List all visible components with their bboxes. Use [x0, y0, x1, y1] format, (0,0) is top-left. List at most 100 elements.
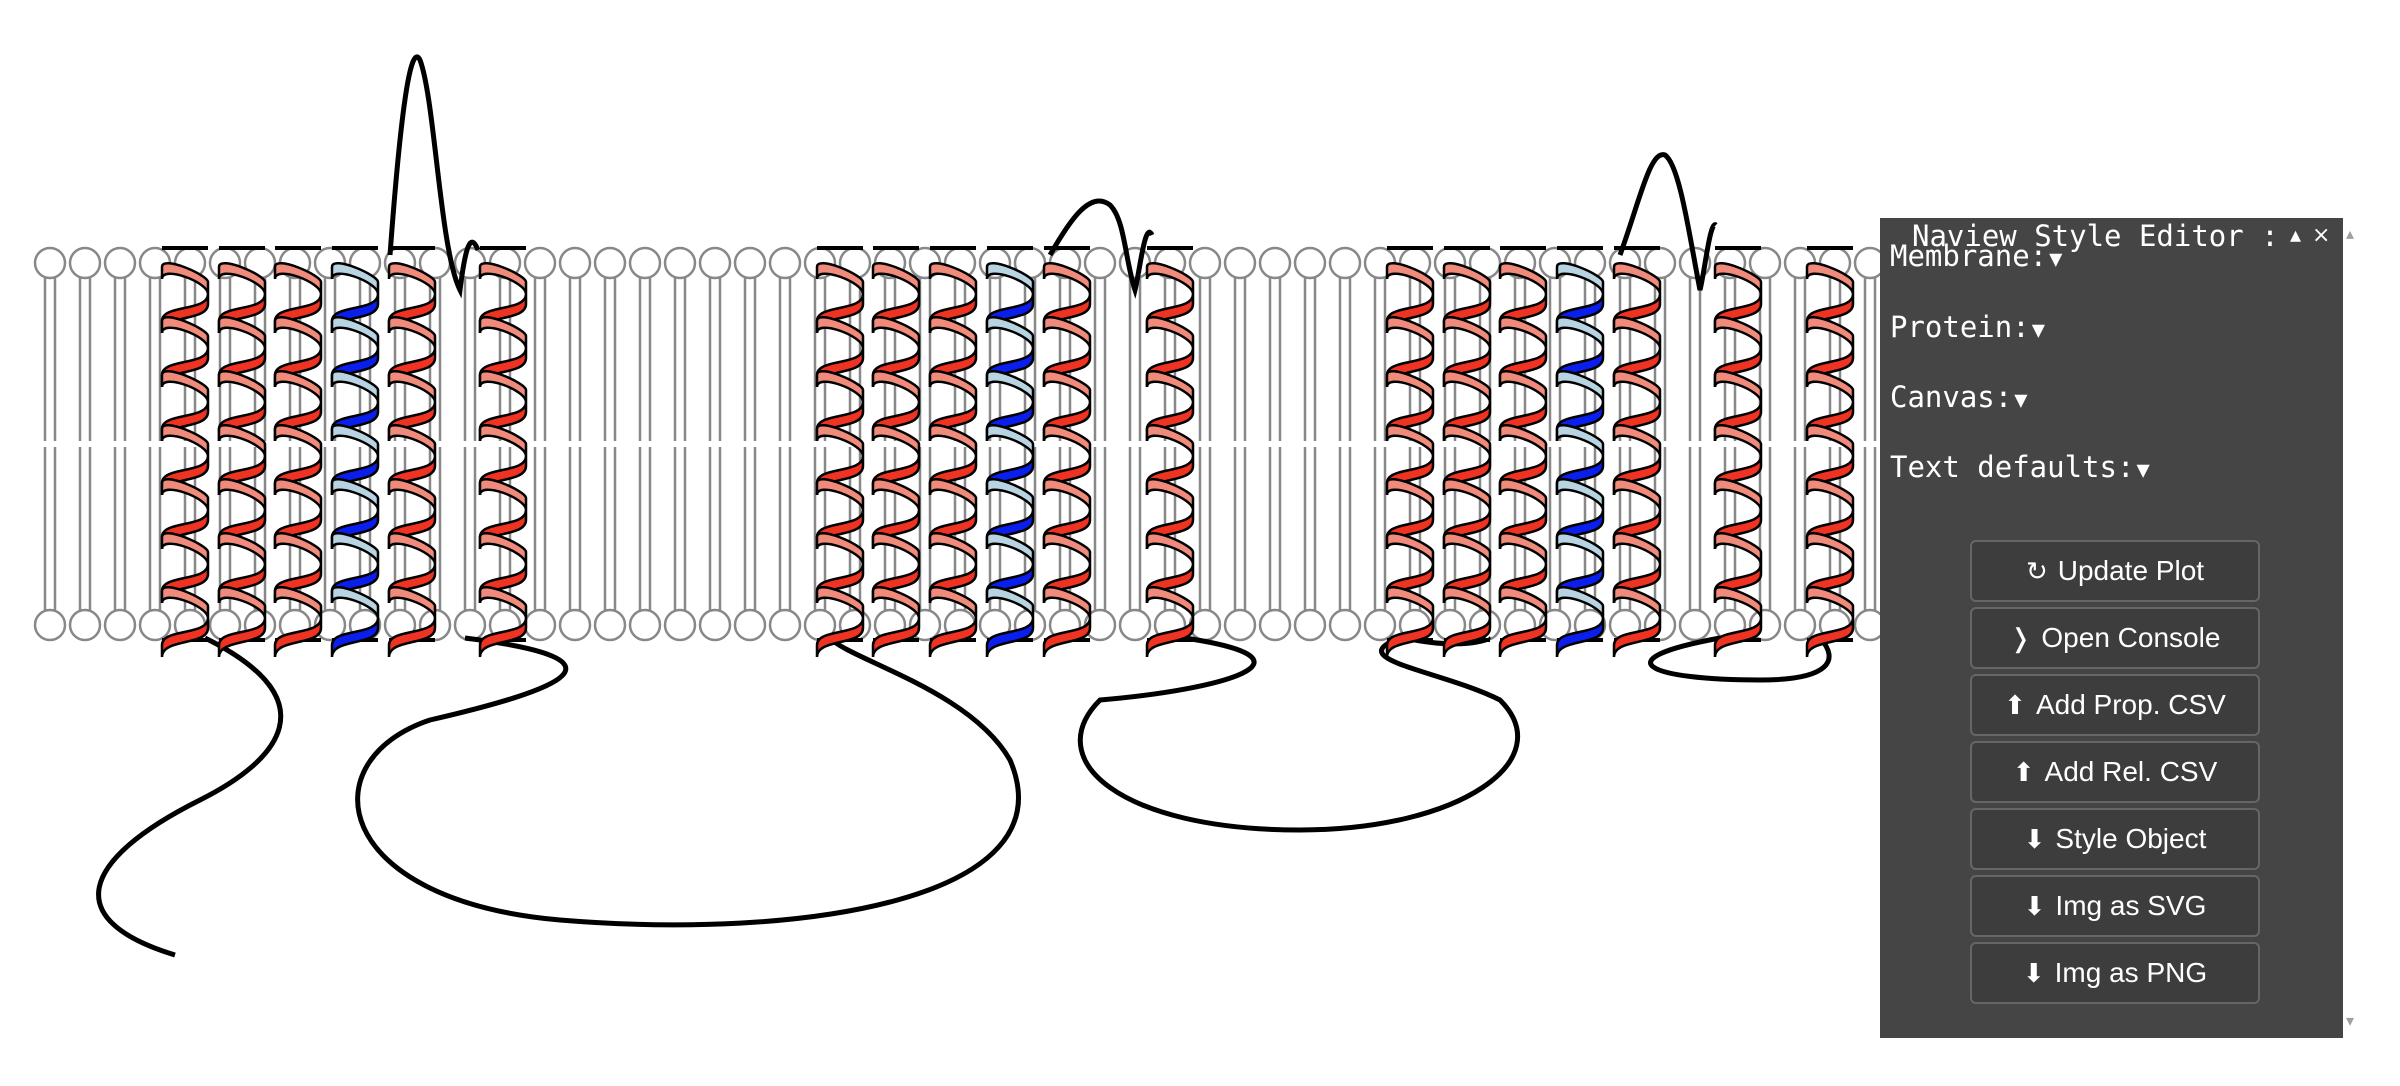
- helix-ribbon-back: [478, 316, 528, 349]
- open-console-button[interactable]: ❭ Open Console: [1970, 607, 2260, 669]
- lipid-head-bottom: [33, 608, 67, 642]
- expand-arrow-icon: ▼: [2049, 247, 2063, 272]
- helix-ribbon-front: [1713, 617, 1763, 658]
- helix-ribbon-back: [1442, 424, 1492, 457]
- helix-ribbon-back: [1713, 532, 1763, 565]
- section-membrane[interactable]: Membrane:▼: [1890, 238, 2062, 278]
- section-protein-label: Protein:: [1890, 310, 2030, 344]
- helix-ribbon-front: [273, 617, 323, 658]
- lipid-head-top: [593, 246, 627, 280]
- lipid-head-top: [1188, 246, 1222, 280]
- loop: [1077, 635, 1521, 833]
- img-as-svg-label: Img as SVG: [2055, 890, 2207, 921]
- helix-ribbon-front: [985, 617, 1035, 658]
- helix-ribbon-back: [1442, 370, 1492, 403]
- lipid-head-top: [1293, 246, 1327, 280]
- helix-ribbon-front: [1805, 617, 1855, 658]
- helix-ribbon-back: [1042, 316, 1092, 349]
- helix-ribbon-back: [928, 532, 978, 565]
- lipid: [1853, 246, 1880, 642]
- collapse-icon[interactable]: ▴: [2290, 223, 2302, 248]
- lipid: [593, 246, 627, 642]
- open-console-label: Open Console: [2041, 622, 2221, 653]
- scroll-up-icon[interactable]: ▴: [2346, 224, 2355, 243]
- helix: [1612, 246, 1662, 658]
- helix: [1713, 246, 1763, 658]
- expand-arrow-icon: ▼: [2136, 458, 2150, 483]
- helix: [871, 246, 921, 658]
- lipid-head-top: [733, 246, 767, 280]
- loop: [1617, 152, 1719, 291]
- add-prop-csv-button[interactable]: ⬆ Add Prop. CSV: [1970, 674, 2260, 736]
- lipid-head-bottom: [1293, 608, 1327, 642]
- lipid-head-bottom: [698, 608, 732, 642]
- helix-ribbon-back: [273, 316, 323, 349]
- helix: [478, 246, 528, 658]
- close-icon[interactable]: ×: [2312, 223, 2331, 248]
- lipid-head-bottom: [1853, 608, 1880, 642]
- chevron-right-icon: ❭: [2009, 622, 2032, 653]
- section-text-defaults[interactable]: Text defaults:▼: [1890, 449, 2150, 489]
- scroll-down-icon[interactable]: ▾: [2346, 1011, 2355, 1030]
- img-as-png-button[interactable]: ⬇Img as PNG: [1970, 942, 2260, 1004]
- section-canvas[interactable]: Canvas:▼: [1890, 379, 2027, 419]
- lipid: [1363, 246, 1397, 642]
- lipid: [1678, 246, 1712, 642]
- lipid: [103, 246, 137, 642]
- lipid: [1223, 246, 1257, 642]
- lipid: [33, 246, 67, 642]
- lipid: [138, 246, 172, 642]
- helix-ribbon-back: [478, 424, 528, 457]
- lipid-head-top: [768, 246, 802, 280]
- lipid-head-top: [558, 246, 592, 280]
- helix-ribbon-front: [815, 617, 865, 658]
- helix-ribbon-back: [1145, 370, 1195, 403]
- helix-ribbon-back: [1042, 532, 1092, 565]
- helix-ribbon-back: [1145, 532, 1195, 565]
- lipid: [1328, 246, 1362, 642]
- img-as-svg-button[interactable]: ⬇Img as SVG: [1970, 875, 2260, 937]
- helix-ribbon-back: [1498, 370, 1548, 403]
- lipid-head-top: [1748, 246, 1782, 280]
- helix-ribbon-back: [1042, 478, 1092, 511]
- helix-ribbon-back: [273, 478, 323, 511]
- helix-ribbon-front: [1612, 617, 1662, 658]
- helix: [217, 246, 267, 658]
- lipid: [628, 246, 662, 642]
- helix-ribbon-back: [1498, 532, 1548, 565]
- lipid-head-top: [1258, 246, 1292, 280]
- upload-icon: ⬆: [2004, 689, 2026, 720]
- lipid-head-bottom: [593, 608, 627, 642]
- section-protein[interactable]: Protein:▼: [1890, 309, 2045, 349]
- lipid-head-top: [698, 246, 732, 280]
- style-object-button[interactable]: ⬇Style Object: [1970, 808, 2260, 870]
- helix-ribbon-back: [928, 478, 978, 511]
- lipid: [558, 246, 592, 642]
- loop: [1648, 635, 1832, 683]
- panel-scrollbar[interactable]: ▴ ▾: [2343, 218, 2365, 1038]
- helix: [330, 246, 380, 658]
- helix: [1442, 246, 1492, 658]
- transmembrane-helices: [160, 246, 1855, 658]
- lipid: [1258, 246, 1292, 642]
- helix: [1555, 246, 1605, 658]
- helix-ribbon-back: [1498, 478, 1548, 511]
- update-plot-button[interactable]: ↻Update Plot: [1970, 540, 2260, 602]
- lipid: [313, 246, 347, 642]
- lipid-head-bottom: [1363, 608, 1397, 642]
- helix: [1805, 246, 1855, 658]
- lipid-head-bottom: [558, 608, 592, 642]
- add-prop-csv-label: Add Prop. CSV: [2035, 689, 2226, 720]
- lipid-head-bottom: [68, 608, 102, 642]
- expand-arrow-icon: ▼: [2014, 388, 2028, 413]
- lipid: [1188, 246, 1222, 642]
- lipid-head-bottom: [138, 608, 172, 642]
- helix-ribbon-front: [1555, 617, 1605, 658]
- lipid-head-bottom: [313, 608, 347, 642]
- lipid-head-top: [68, 246, 102, 280]
- add-rel-csv-button[interactable]: ⬆Add Rel. CSV: [1970, 741, 2260, 803]
- helix-ribbon-front: [1042, 617, 1092, 658]
- helix-ribbon-back: [273, 424, 323, 457]
- lipid-head-bottom: [1783, 608, 1817, 642]
- section-canvas-label: Canvas:: [1890, 380, 2013, 414]
